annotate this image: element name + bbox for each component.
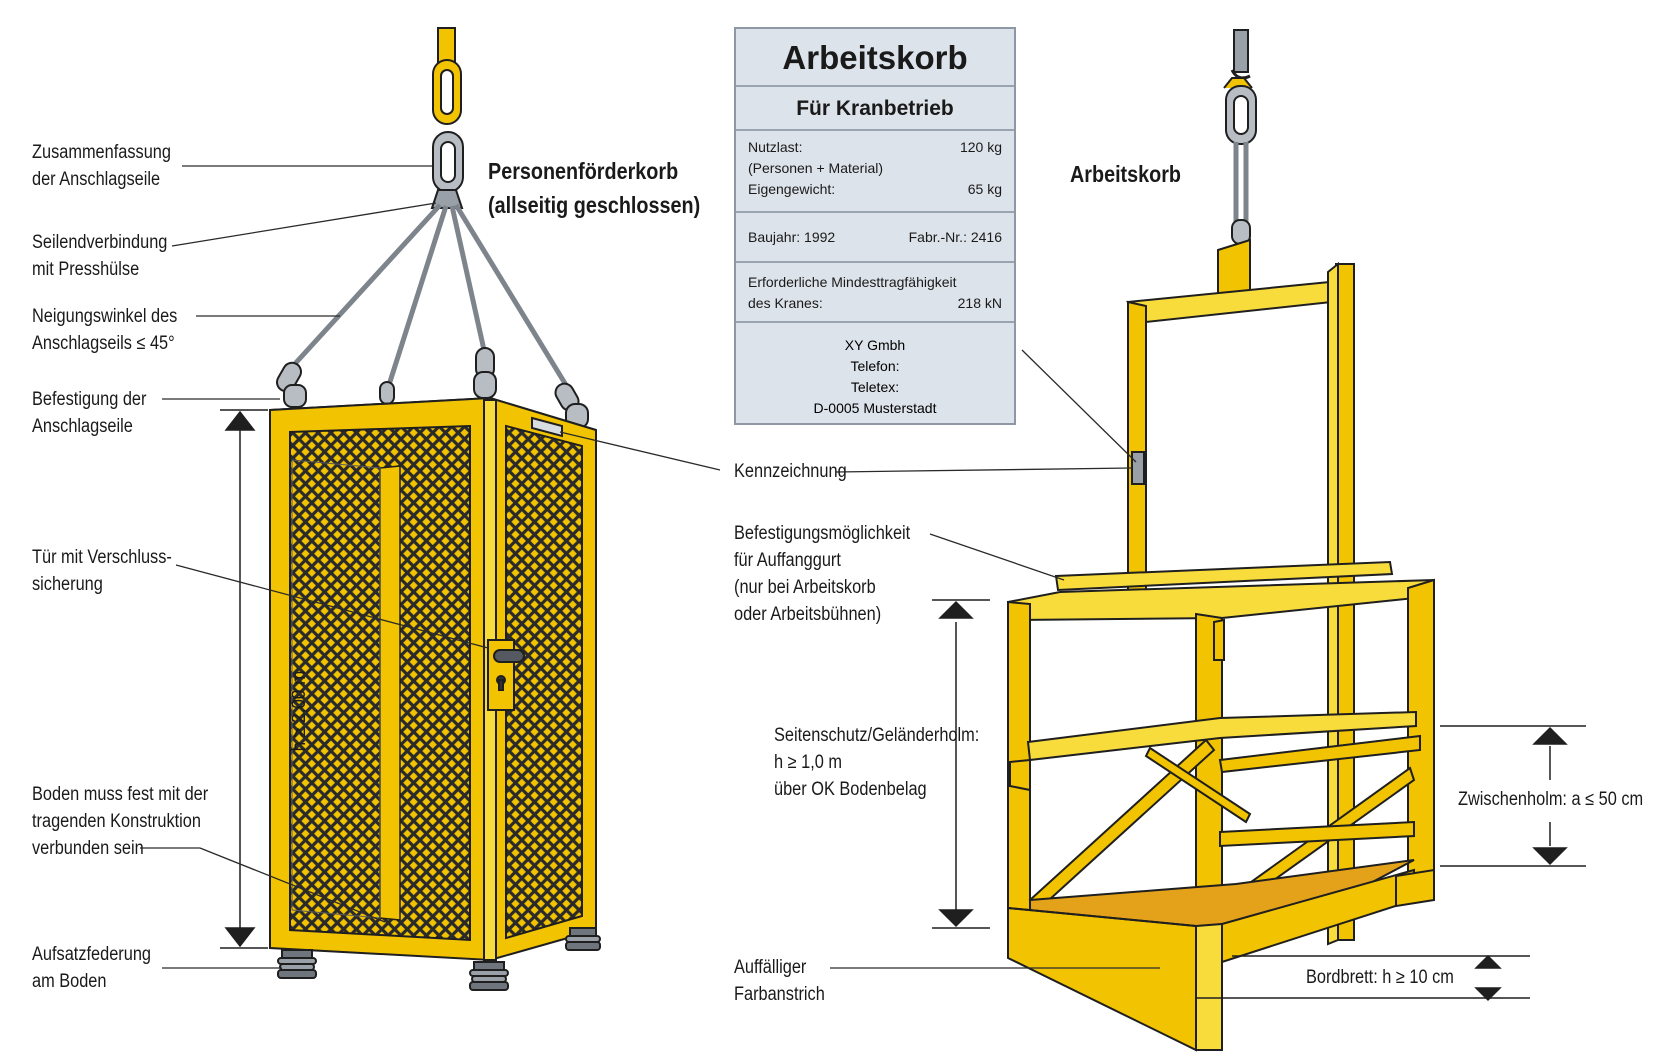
toe-board-front [1007,906,1197,1052]
plate-mindest-value: 218 kN [957,295,1002,311]
plate-nutzlast-note: (Personen + Material) [748,160,884,176]
height-dimension-left [220,409,268,949]
spring-feet [277,927,601,991]
plate-eigen-label: Eigengewicht: [748,181,836,197]
plate-telefon: Telefon: [850,358,900,374]
plate-eigen-value: 65 kg [967,181,1002,197]
plate-title: Arbeitskorb [736,29,1014,87]
label-kennzeichnung: Kennzeichnung [734,461,847,482]
plate-nutzlast-label: Nutzlast: [748,139,803,155]
door-handle [493,649,525,663]
sling-4 [453,203,569,387]
leader-lines-center [559,349,1160,969]
plate-company: XY Gmbh [844,337,906,353]
sling-1 [290,203,442,369]
plate-nutzlast-value: 120 kg [959,139,1002,155]
plate-load-section: Nutzlast: 120 kg (Personen + Material) Ei… [736,131,1014,213]
height-dimension-right [932,599,990,929]
plate-mindest-label: des Kranes: [748,295,823,311]
sling-3 [449,205,487,351]
leader-lines-left [140,165,489,969]
plate-mindest-line1: Erforderliche Mindesttragfähigkeit [748,274,957,290]
id-plate-small [1131,451,1145,485]
top-platform [1054,560,1394,592]
plate-baujahr: Baujahr: 1992 [748,228,836,245]
plate-fabr: Fabr.-Nr.: 2416 [908,228,1002,245]
plate-address: D-0005 Musterstadt [813,400,937,416]
crane-wire [1233,29,1249,73]
title-personnel-cage: Personenförderkorb (allseitig geschlosse… [488,158,701,218]
plate-company-section: XY Gmbh Telefon: Teletex: D-0005 Musters… [736,323,1014,419]
label-zwischenholm: Zwischenholm: a ≤ 50 cm [1458,789,1644,810]
plate-teletex: Teletex: [850,379,900,395]
ferrule [430,189,464,209]
label-height-left: h ≥ 2,00 m [289,670,310,752]
label-bordbrett: Bordbrett: h ≥ 10 cm [1306,967,1454,988]
zwischenholm-dimension [1440,725,1586,867]
personnel-cage [269,27,601,991]
work-basket [1006,29,1435,1052]
sling-2 [385,205,449,389]
title-work-basket: Arbeitskorb [1070,161,1182,187]
label-tuer: Tür mit Verschluss-sicherung [32,547,172,595]
identification-plate: Arbeitskorb Für Kranbetrieb Nutzlast: 120… [734,27,1016,425]
bordbrett-dimension [1196,954,1530,1002]
plate-capacity-section: Erforderliche Mindesttragfähigkeit des K… [736,263,1014,323]
plate-subtitle: Für Kranbetrieb [736,87,1014,131]
plate-year-section: Baujahr: 1992 Fabr.-Nr.: 2416 [736,213,1014,263]
